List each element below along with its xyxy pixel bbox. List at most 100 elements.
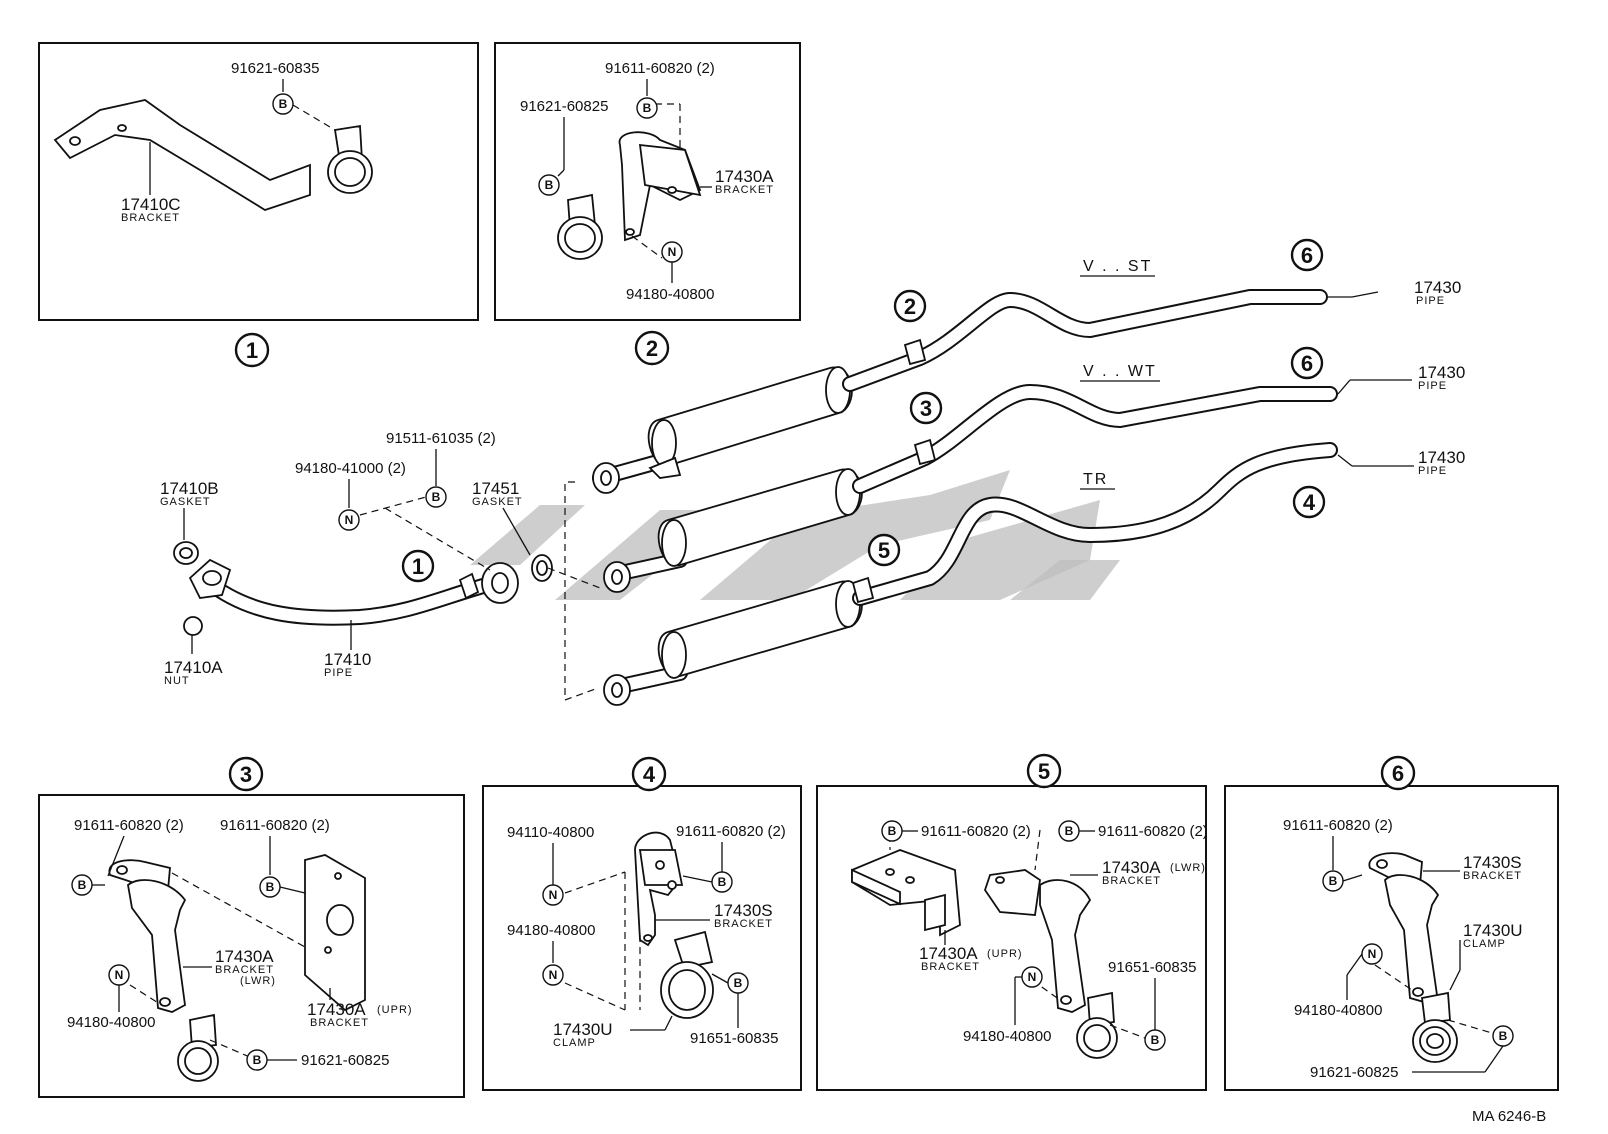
ref-circle-6-middle: 6	[1290, 346, 1324, 380]
svg-text:2: 2	[646, 336, 658, 361]
label-94180-40800: 94180-40800	[507, 922, 595, 939]
label-17430u: 17430U	[1463, 921, 1523, 940]
label-17430a: 17430A	[215, 947, 274, 966]
nut-symbol: N	[661, 241, 683, 263]
label-pipe: PIPE	[1418, 465, 1447, 477]
muffler-vst	[592, 289, 1328, 494]
label-bracket: BRACKET	[714, 918, 773, 930]
ref-circle-3: 3	[228, 756, 264, 792]
label-17410b: 17410B	[160, 479, 219, 498]
nut-17410a	[183, 616, 203, 636]
label-91611-60820-2: 91611-60820 (2)	[605, 60, 715, 77]
inset-box-2	[494, 42, 801, 321]
svg-text:1: 1	[246, 338, 258, 363]
diagram-code: MA 6246-B	[1472, 1108, 1546, 1125]
svg-text:N: N	[549, 888, 558, 902]
ref-circle-6-upper: 6	[1290, 238, 1324, 272]
label-bracket: BRACKET	[310, 1017, 369, 1029]
label-94180-40800: 94180-40800	[1294, 1002, 1382, 1019]
svg-text:B: B	[1499, 1029, 1508, 1043]
svg-text:N: N	[668, 245, 677, 259]
label-91621-60835: 91621-60835	[231, 60, 319, 77]
variant-label-tr: TR	[1083, 471, 1108, 488]
svg-text:6: 6	[1301, 243, 1313, 268]
svg-text:B: B	[1151, 1033, 1160, 1047]
label-17410a: 17410A	[164, 658, 223, 677]
nut-symbol: N	[542, 964, 564, 986]
label-17430a-upr: 17430A	[919, 944, 978, 963]
label-94180-40800: 94180-40800	[626, 286, 714, 303]
label-94180-40800: 94180-40800	[963, 1028, 1051, 1045]
inset-2-drawing	[557, 103, 702, 260]
watermark-logo	[470, 470, 1120, 600]
svg-text:5: 5	[878, 538, 890, 563]
muffler-vwt	[603, 384, 1338, 593]
label-91651-60835: 91651-60835	[690, 1030, 778, 1047]
ref-circle-1: 1	[234, 332, 270, 368]
label-bracket: BRACKET	[121, 212, 180, 224]
front-pipe-17410	[188, 558, 519, 626]
svg-text:4: 4	[643, 762, 656, 787]
svg-text:N: N	[549, 968, 558, 982]
label-94180-41000-2: 94180-41000 (2)	[295, 460, 406, 477]
label-17430s: 17430S	[714, 901, 773, 920]
label-upr: (UPR)	[377, 1004, 413, 1016]
svg-text:5: 5	[1038, 759, 1050, 784]
label-91621-60825: 91621-60825	[1310, 1064, 1398, 1081]
label-bracket: BRACKET	[715, 184, 774, 196]
bolt-symbol: B	[272, 93, 294, 115]
label-17430u: 17430U	[553, 1020, 613, 1039]
inset-box-5	[816, 785, 1207, 1091]
ref-circle-4: 4	[631, 756, 667, 792]
muffler-tr	[603, 442, 1338, 706]
label-bracket: BRACKET	[1463, 870, 1522, 882]
label-upr: (UPR)	[987, 948, 1023, 960]
svg-text:B: B	[1065, 824, 1074, 838]
label-17410c: 17410C	[121, 195, 181, 214]
ref-circle-4-main: 4	[1292, 485, 1326, 519]
inset-box-3	[38, 794, 465, 1098]
nut-symbol: N	[1021, 966, 1043, 988]
svg-text:B: B	[718, 875, 727, 889]
ref-circle-6: 6	[1380, 755, 1416, 791]
bolt-symbol: B	[1058, 820, 1080, 842]
label-pipe: PIPE	[1416, 295, 1445, 307]
svg-text:N: N	[1028, 970, 1037, 984]
svg-text:B: B	[432, 490, 441, 504]
inset-1-drawing	[53, 99, 373, 211]
label-bracket: BRACKET	[921, 961, 980, 973]
label-nut: NUT	[164, 675, 190, 687]
connection-dash	[564, 481, 599, 701]
variant-label-v-st: V . . ST	[1083, 258, 1152, 275]
ref-circle-1-main: 1	[401, 549, 435, 583]
svg-text:1: 1	[412, 554, 424, 579]
bolt-symbol: B	[425, 486, 447, 508]
svg-text:3: 3	[920, 396, 932, 421]
svg-text:B: B	[266, 880, 275, 894]
bolt-symbol: B	[881, 820, 903, 842]
label-bracket: BRACKET	[215, 964, 274, 976]
bolt-symbol: B	[538, 174, 560, 196]
label-gasket: GASKET	[160, 496, 211, 508]
bolt-symbol: B	[259, 876, 281, 898]
inset-4-drawing	[564, 831, 714, 1019]
nut-symbol: N	[108, 964, 130, 986]
label-17430s: 17430S	[1463, 853, 1522, 872]
bolt-symbol: B	[636, 97, 658, 119]
label-lwr: (LWR)	[1170, 862, 1206, 874]
svg-text:3: 3	[240, 762, 252, 787]
label-17430a-upr: 17430A	[307, 1000, 366, 1019]
svg-text:B: B	[253, 1053, 262, 1067]
inset-5-drawing	[851, 829, 1146, 1059]
svg-text:N: N	[345, 513, 354, 527]
svg-text:6: 6	[1392, 761, 1404, 786]
svg-text:N: N	[1368, 947, 1377, 961]
bolt-symbol: B	[1492, 1025, 1514, 1047]
label-pipe: PIPE	[324, 667, 353, 679]
nut-symbol: N	[338, 509, 360, 531]
ref-circle-2: 2	[634, 330, 670, 366]
label-gasket: GASKET	[472, 496, 523, 508]
label-17430-lower: 17430	[1418, 448, 1465, 467]
